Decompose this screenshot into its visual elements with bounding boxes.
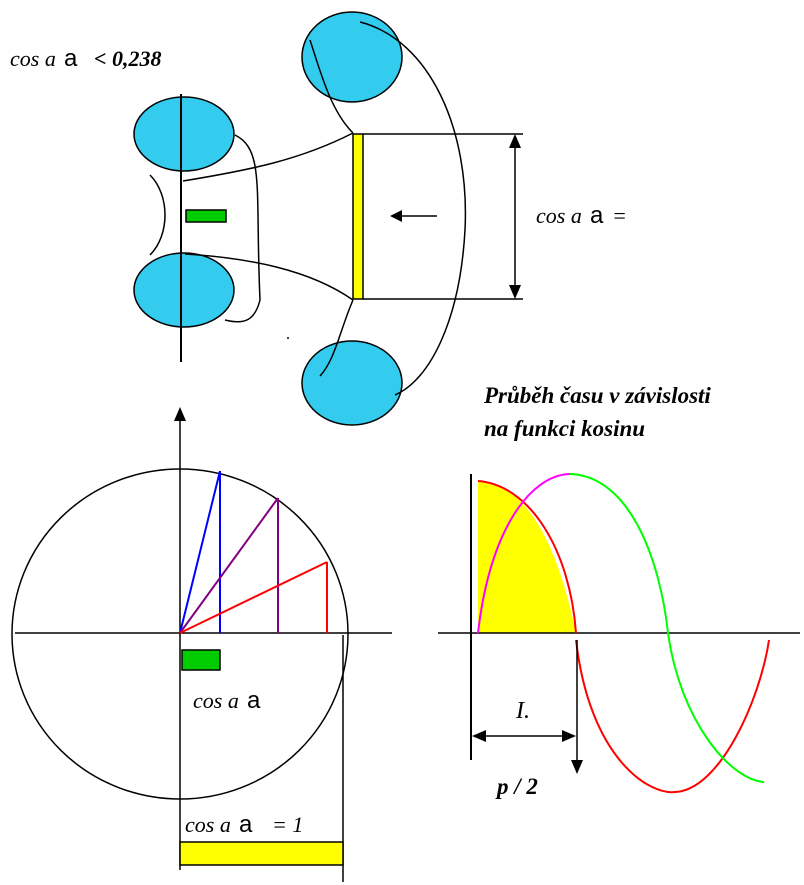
circle-upper-left: [133, 96, 235, 172]
curve-upper-to-circle: [309, 39, 354, 134]
top-right-symbol: a: [590, 202, 604, 229]
cos-one-symbol: a: [239, 811, 253, 838]
top-left-suffix: < 0,238: [94, 46, 162, 71]
small-green-rect: [185, 209, 227, 223]
interval-arrow-right: [562, 730, 576, 742]
top-right-suffix: =: [612, 203, 627, 228]
y-axis-arrow: [174, 407, 186, 421]
dimension-arrow-up: [509, 134, 521, 148]
push-arrow-head: [390, 210, 402, 222]
red-curve-1: [477, 480, 577, 634]
dimension-arrow-down: [509, 285, 521, 299]
circle-upper-right: [301, 11, 403, 103]
half-pi-arrow: [571, 760, 583, 774]
top-diagram: cos a a < 0,238 cos a a =: [10, 11, 627, 426]
red-radius: [179, 561, 328, 634]
half-pi-label: p / 2: [495, 774, 538, 799]
circle-lower-right: [301, 340, 403, 426]
interval-label: I.: [515, 698, 530, 724]
cos-one-suffix: = 1: [272, 812, 303, 837]
top-left-cos-text: cos a: [10, 46, 56, 71]
curve-left-arc: [224, 134, 261, 323]
curve-bracket: [149, 174, 166, 256]
interval-arrow-left: [472, 730, 486, 742]
curve-upper-inner: [182, 132, 354, 182]
yellow-bar: [352, 133, 364, 300]
blue-radius: [179, 470, 221, 634]
curve-lower-inner: [184, 253, 354, 301]
top-left-symbol: a: [64, 45, 78, 72]
cos-one-yellow-bar: [179, 841, 344, 866]
title-line-1: Průběh času v závislosti: [483, 383, 711, 408]
cos-one-text: cos a: [185, 812, 231, 837]
magenta-curve: [477, 473, 571, 634]
dot: [287, 337, 289, 339]
circle-lower-left: [133, 252, 235, 328]
cos-label-symbol: a: [247, 687, 261, 714]
unit-circle-diagram: cos a a cos a a = 1: [11, 407, 392, 882]
quarter-fill: [478, 481, 576, 633]
curve-outer-arc: [359, 21, 467, 396]
title-line-2: na funkci kosinu: [484, 416, 645, 441]
cos-green-rect: [181, 649, 221, 671]
cosine-graph: I. p / 2: [438, 473, 800, 799]
red-curve-2: [575, 639, 770, 794]
green-curve: [569, 473, 765, 783]
curve-lower-to-circle: [319, 299, 354, 377]
purple-radius: [179, 497, 279, 634]
cos-label-text: cos a: [193, 688, 239, 713]
top-right-cos-text: cos a: [536, 203, 582, 228]
